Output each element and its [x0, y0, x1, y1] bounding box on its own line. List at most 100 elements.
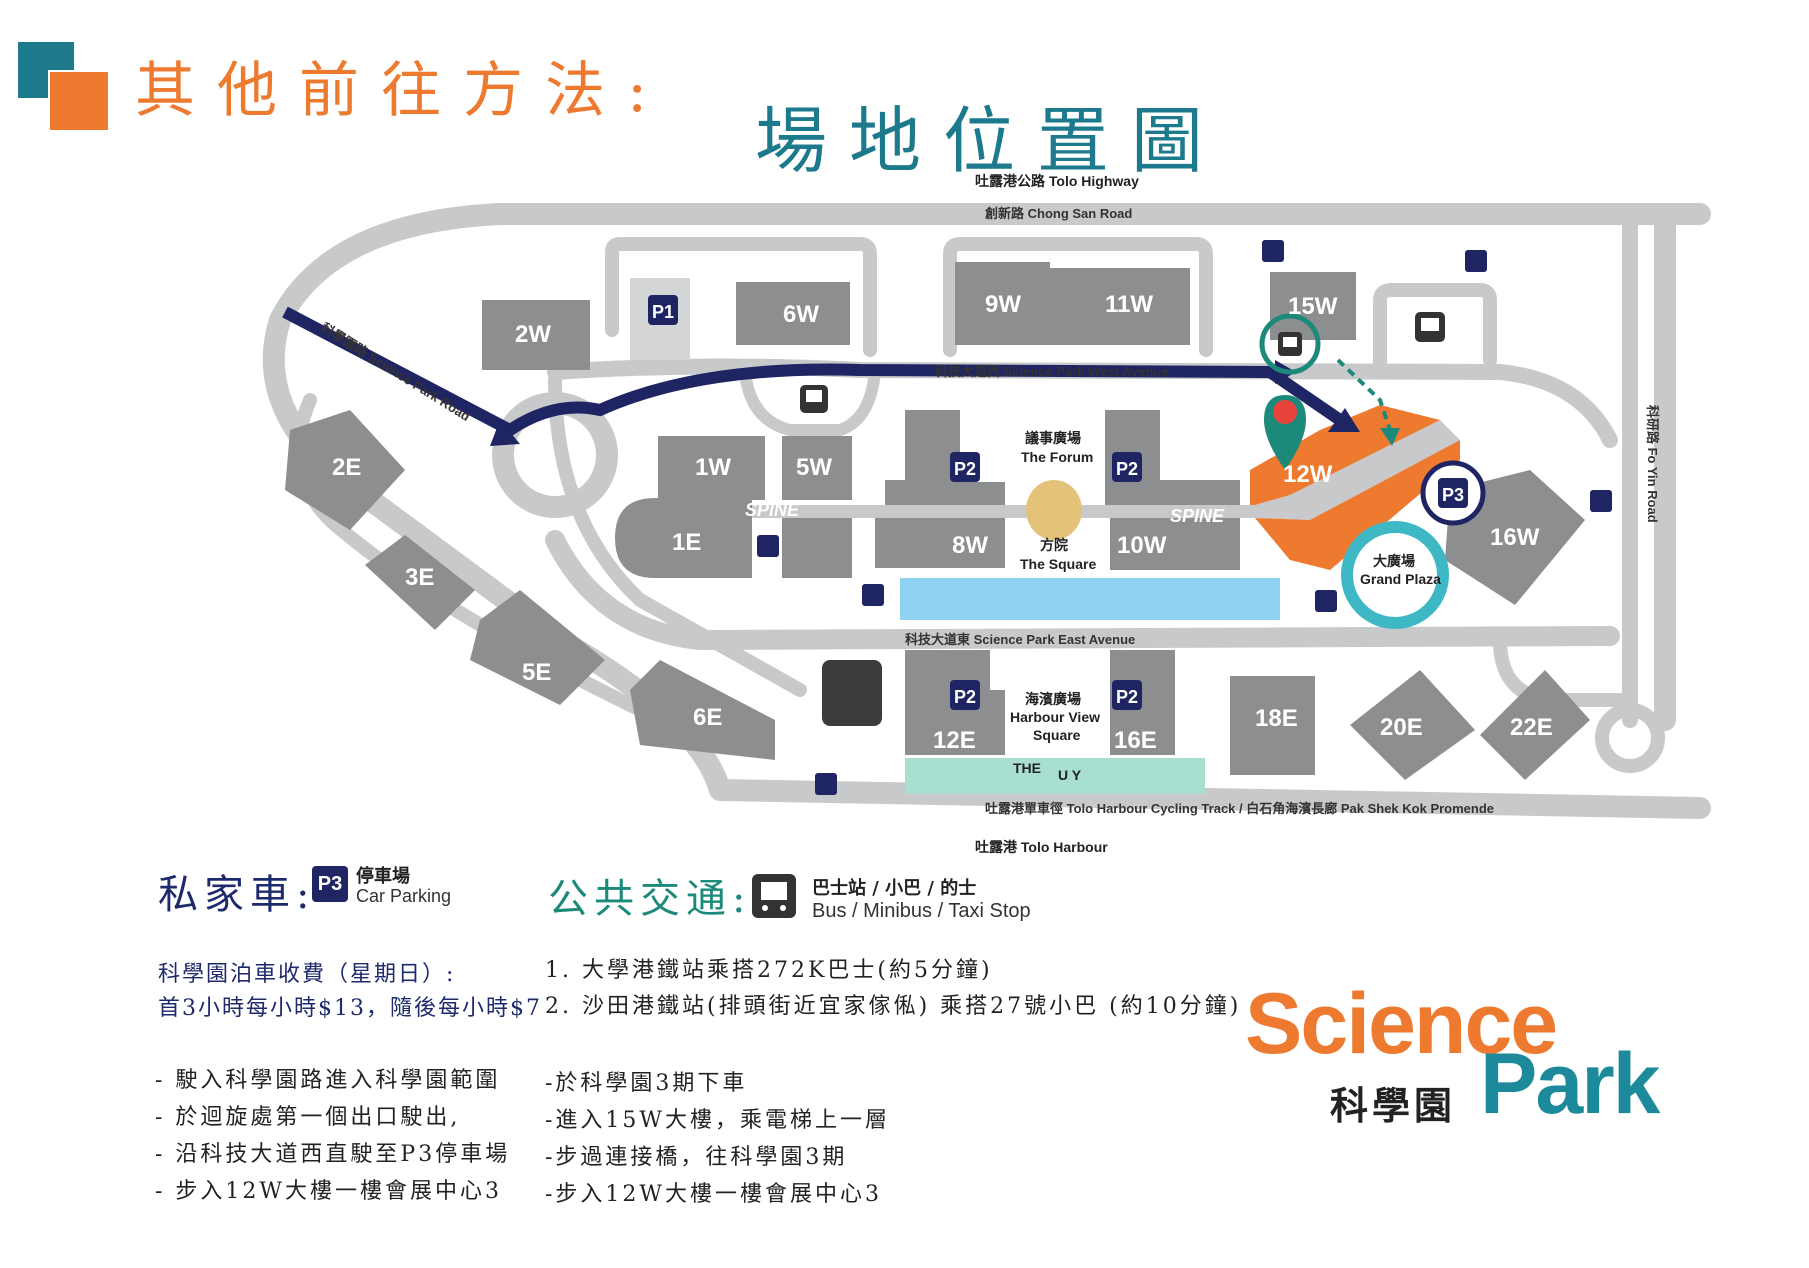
svg-text:大廣場: 大廣場 — [1373, 553, 1415, 569]
walk-arrowhead — [1380, 428, 1400, 446]
public-transport-heading: 公共交通: — [548, 876, 752, 922]
svg-text:SPINE: SPINE — [745, 500, 800, 520]
svg-text:1W: 1W — [695, 454, 731, 481]
route-arrowhead-road — [490, 420, 520, 446]
private-steps: - 駛入科學園路進入科學園範圍 - 於迴旋處第一個出口駛出, - 沿科技大道西直… — [155, 1062, 510, 1210]
parking-fee-line1: 科學園泊車收費（星期日）: — [158, 962, 456, 987]
public-step: -步過連接橋，往科學園3期 — [545, 1145, 848, 1170]
roundabout — [492, 392, 618, 518]
parking-legend-en: Car Parking — [356, 886, 452, 906]
bike-icon-plaza — [1315, 590, 1337, 612]
building-5w-lower — [782, 518, 852, 578]
public-step: -步入12W大樓一樓會展中心3 — [545, 1182, 883, 1207]
private-step: - 沿科技大道西直駛至P3停車場 — [155, 1142, 511, 1167]
east-loop — [1373, 283, 1497, 379]
building-2w-shape — [482, 300, 590, 370]
building-10w-shape — [1110, 518, 1240, 570]
building-20e-shape — [1350, 670, 1475, 780]
svg-text:The Forum: The Forum — [1021, 449, 1093, 465]
svg-text:18E: 18E — [1255, 705, 1298, 732]
public-route-line1: 1. 大學港鐵站乘搭272K巴士(約5分鐘) — [545, 958, 993, 983]
uy-park — [905, 758, 1205, 794]
roundabout-east — [1595, 703, 1665, 773]
p2-tag-12e — [950, 680, 980, 710]
building-12w-lower — [1255, 440, 1460, 570]
public-route-line2: 2. 沙田港鐵站(排頭街近宜家傢俬) 乘搭27號小巴 (約10分鐘) — [545, 994, 1242, 1019]
route-arrowhead-end — [1328, 408, 1360, 432]
svg-text:P2: P2 — [954, 687, 976, 707]
bike-icon-15w — [1262, 240, 1284, 262]
svg-text:3E: 3E — [405, 564, 434, 591]
forum-disc — [1026, 480, 1082, 540]
svg-text:科學園路 Science Park Road: 科學園路 Science Park Road — [318, 320, 472, 424]
public-step: -於科學園3期下車 — [545, 1071, 748, 1096]
private-step: - 駛入科學園路進入科學園範圍 — [155, 1068, 501, 1093]
building-5w-shape — [782, 436, 852, 500]
bike-parking-icons — [757, 240, 1612, 795]
building-11w-shape — [1050, 268, 1190, 345]
private-car-heading: 私家車: — [158, 872, 316, 918]
east-avenue — [545, 530, 1620, 650]
fo-yin-loop — [1493, 633, 1637, 707]
bus-legend-en: Bus / Minibus / Taxi Stop — [812, 900, 1031, 922]
building-18e-shape — [1230, 676, 1315, 775]
svg-text:2E: 2E — [332, 454, 361, 481]
building-1e-shape — [615, 498, 752, 578]
page-title: 其他前往方法: — [135, 56, 670, 126]
svg-text:5W: 5W — [796, 454, 832, 481]
bus-icons — [800, 312, 1445, 413]
svg-text:吐露港 Tolo Harbour: 吐露港 Tolo Harbour — [975, 839, 1108, 855]
svg-text:科研路 Fo Yin Road: 科研路 Fo Yin Road — [1645, 405, 1660, 523]
p3-tag — [1438, 478, 1468, 508]
water-pond — [900, 578, 1280, 620]
building-16e-shape — [1110, 650, 1175, 755]
svg-text:6E: 6E — [693, 704, 722, 731]
svg-text:6W: 6W — [783, 301, 819, 328]
route-arrow — [282, 306, 1344, 437]
bike-icon-1e — [757, 535, 779, 557]
9w-loop — [943, 237, 1213, 357]
building-3e-shape — [365, 535, 475, 630]
svg-text:科技大道東 Science Park East Avenue: 科技大道東 Science Park East Avenue — [905, 632, 1135, 647]
parking-legend-zh: 停車場 — [356, 866, 410, 887]
bus-stop-ring — [1259, 313, 1321, 375]
svg-text:P2: P2 — [1116, 459, 1138, 479]
parking-fee-line2: 首3小時每小時$13，隨後每小時$7 — [158, 996, 542, 1021]
science-park-logo-park: Park — [1480, 1036, 1660, 1132]
svg-text:15W: 15W — [1288, 293, 1338, 320]
svg-text:P2: P2 — [954, 459, 976, 479]
bike-icon-east — [1465, 250, 1487, 272]
svg-text:16E: 16E — [1114, 727, 1157, 754]
building-6e-shape — [630, 660, 775, 760]
private-step: - 步入12W大樓一樓會展中心3 — [155, 1179, 503, 1204]
p1-loop — [605, 237, 877, 357]
building-forum-left — [885, 410, 1005, 505]
svg-text:5E: 5E — [522, 659, 551, 686]
bus-legend-icon — [752, 874, 796, 918]
car-park-building — [822, 660, 882, 726]
science-park-logo-science: Science — [1245, 976, 1558, 1072]
svg-text:12W: 12W — [1283, 461, 1333, 488]
bike-icon-6e — [815, 773, 837, 795]
svg-text:20E: 20E — [1380, 714, 1423, 741]
p2-tag-forum-left — [950, 452, 980, 482]
p2-tag-forum-right — [1112, 452, 1142, 482]
p1-tag — [648, 295, 678, 325]
building-22e-shape — [1480, 670, 1590, 780]
svg-text:12E: 12E — [933, 727, 976, 754]
grand-plaza-ring — [1341, 521, 1449, 629]
svg-text:22E: 22E — [1510, 714, 1553, 741]
private-step: - 於迴旋處第一個出口駛出, — [155, 1105, 461, 1130]
walk-dashed-arrow — [1336, 358, 1392, 431]
svg-text:11W: 11W — [1105, 291, 1153, 318]
building-6w-shape — [736, 282, 850, 345]
bus-loop — [739, 366, 881, 436]
svg-text:議事廣場: 議事廣場 — [1025, 430, 1081, 446]
svg-text:P2: P2 — [1116, 687, 1138, 707]
svg-text:U Y: U Y — [1058, 767, 1082, 783]
svg-text:Square: Square — [1033, 727, 1081, 743]
building-5e-shape — [470, 590, 605, 705]
svg-text:The Square: The Square — [1020, 556, 1096, 572]
bus-legend-zh: 巴士站 / 小巴 / 的士 — [812, 878, 977, 899]
p2-tag-16e — [1112, 680, 1142, 710]
